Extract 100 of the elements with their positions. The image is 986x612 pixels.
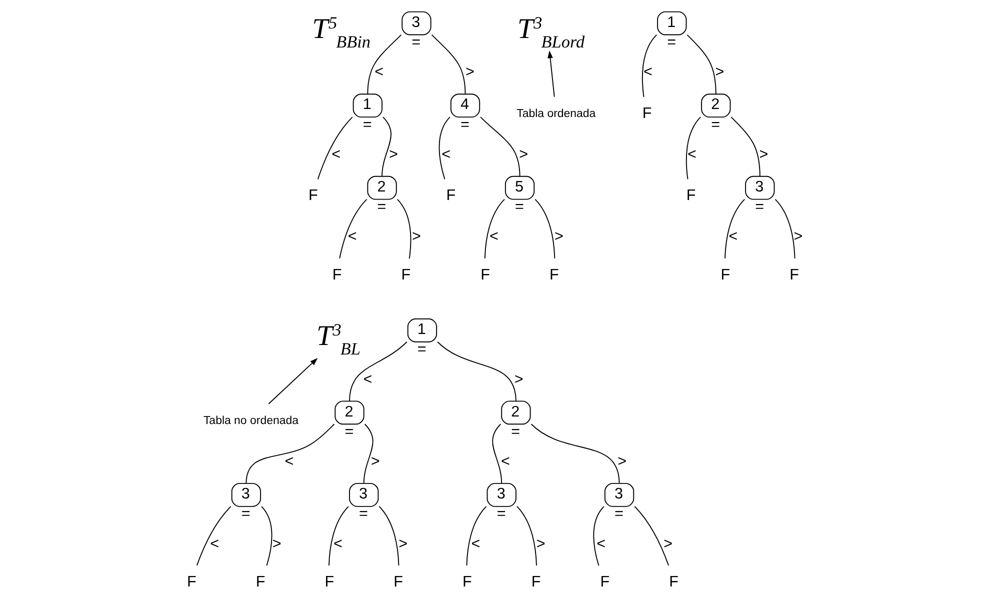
edge-label: > [664,535,673,552]
connector [349,341,408,402]
edge-label: < [489,228,498,246]
edge-label: < [334,535,342,552]
edge-label: > [412,228,421,246]
node-label: = [614,506,624,523]
node-text: Tabla ordenada [516,108,596,120]
edge-label: > [759,146,768,163]
edge-label: < [500,453,510,470]
edge-label: > [536,535,546,552]
edge-label: < [728,228,738,246]
connector [317,116,353,180]
edge-label: < [210,535,220,552]
node-label: = [755,198,764,216]
connector [328,506,350,566]
node-box: 1 [352,94,382,118]
connector [431,34,466,95]
connector [378,506,400,566]
edge-label: < [363,370,372,388]
connector [246,424,335,484]
node-box: 3 [402,11,432,36]
node-label: = [241,506,250,523]
node-label: = [377,198,386,216]
edge-label: > [794,228,803,246]
connector [339,198,368,259]
node-box: 2 [701,94,731,118]
node-box: 3 [745,176,775,200]
connector [593,506,604,566]
node-text: F [480,266,490,284]
connector [724,198,746,259]
node-box: 3 [349,482,379,507]
edge-label: > [519,146,528,163]
arrow [268,358,318,404]
edge-label: > [370,453,380,470]
node-box: 4 [450,94,480,118]
node-label: = [460,116,470,134]
node-box: 3 [231,482,262,507]
node-box: 3 [486,482,516,507]
edge-label: < [442,146,451,163]
connector [774,198,796,259]
node-text: F [186,574,196,591]
node-text: F [790,266,800,284]
edge-label: > [389,146,398,163]
edge-label: > [398,535,408,552]
node-box: 1 [657,11,687,36]
edge-label: < [284,453,294,470]
connector [466,506,487,566]
node-label: = [412,34,421,52]
edge-label: > [466,64,475,81]
node-label: = [344,423,354,440]
edge-label: > [272,535,282,552]
node-text: Tabla no ordenada [203,415,298,428]
node-text: F [600,574,610,591]
edge-label: < [688,146,696,163]
node-label: = [515,198,524,216]
connector [484,198,505,259]
connector [382,116,392,177]
edge-label: > [618,453,627,470]
connector [261,506,272,566]
connector [396,198,412,260]
connector [438,116,450,180]
node-text: F [394,574,403,591]
node-text: F [531,574,541,591]
node-box: 1 [407,318,438,342]
node-text: F [642,104,652,122]
edge-label: < [596,535,606,552]
connector [530,424,620,484]
node-box: 5 [504,176,535,200]
connector [367,34,402,95]
node-text: F [332,266,342,284]
arrow [548,50,555,98]
edge-label: < [348,228,357,246]
node-text: F [550,266,559,284]
node-text: F [324,574,334,591]
edge-label: < [332,146,341,163]
node-label: = [496,506,506,523]
node-label: = [711,116,720,134]
node-box: 3 [604,482,634,507]
node-text: F [686,187,696,204]
node-label: = [417,341,426,358]
node-label: = [667,34,676,52]
connector [686,116,702,180]
edge-label: > [715,64,724,81]
connector [534,198,556,259]
connector [492,424,502,484]
connector [480,116,520,177]
node-label: = [359,506,368,523]
edge-label: < [644,64,652,81]
connector [634,506,670,566]
node-text: F [720,266,730,284]
edge-label: > [554,228,564,246]
node-text: F [256,574,266,591]
node-box: 2 [334,400,364,425]
connector [516,506,537,566]
edge-label: < [471,535,480,552]
connector [730,116,760,177]
node-text: F [401,266,411,284]
node-text: F [669,574,678,591]
connector [437,341,516,402]
node-text: F [308,187,318,204]
